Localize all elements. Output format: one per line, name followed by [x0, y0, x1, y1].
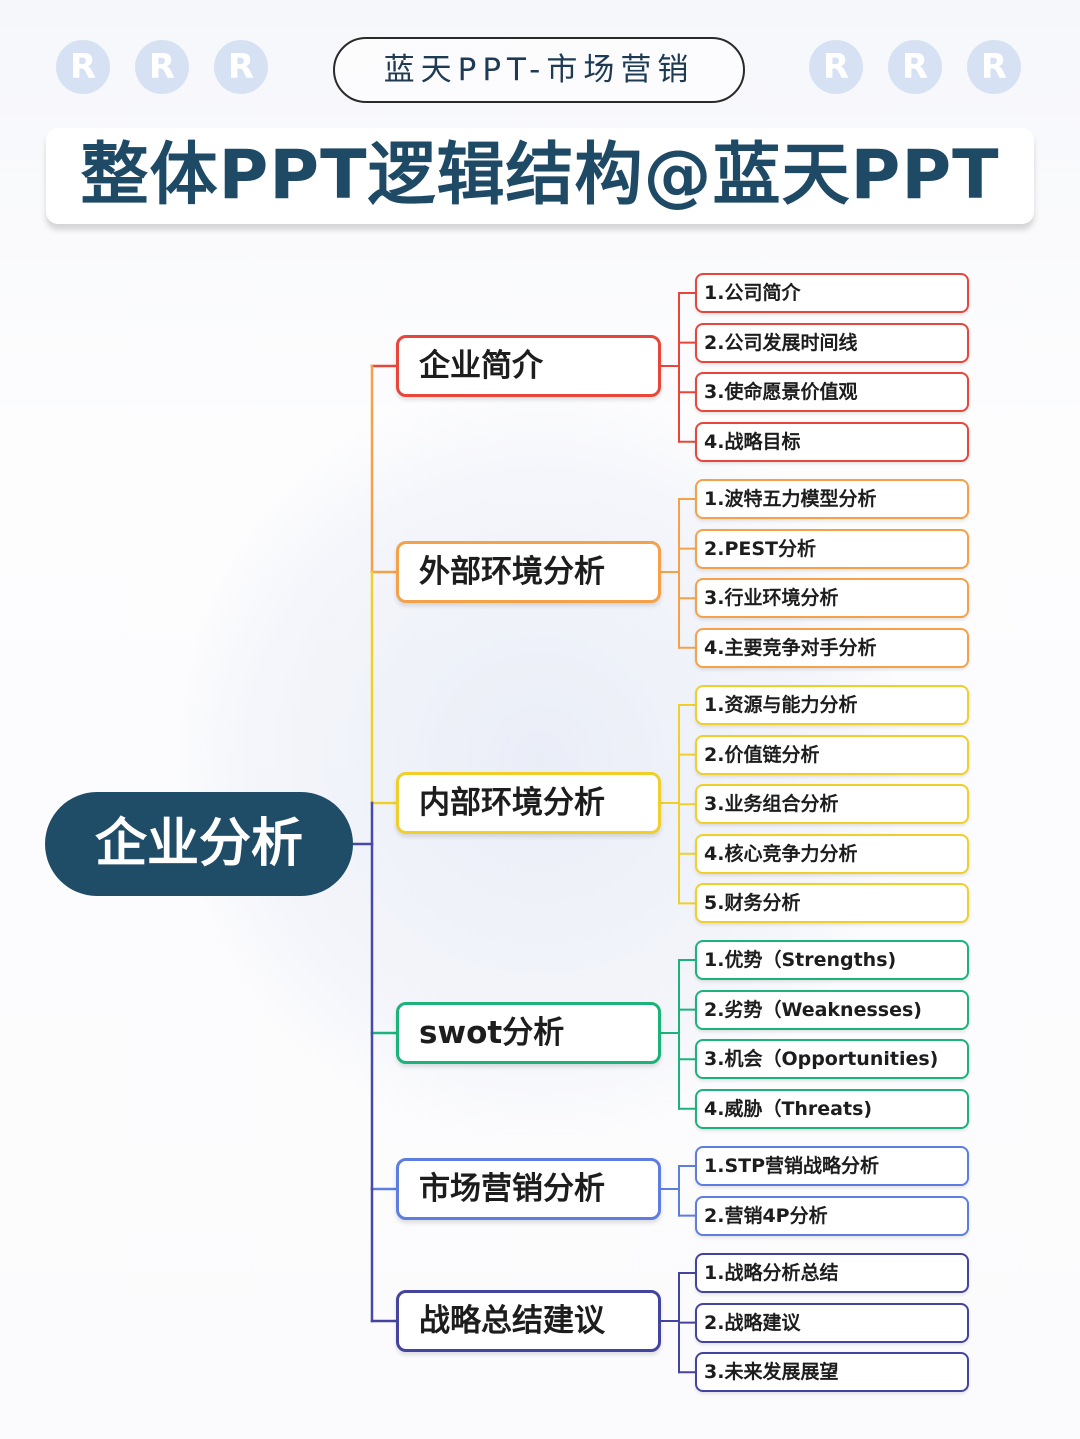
leaf-node: 3.业务组合分析	[695, 784, 969, 825]
leaf-node: 2.劣势（Weaknesses)	[695, 989, 969, 1030]
root-node: 企业分析	[45, 792, 353, 896]
leaf-node: 2.公司发展时间线	[695, 322, 969, 363]
leaf-node: 5.财务分析	[695, 883, 969, 924]
r-logo-icon: R	[888, 40, 942, 94]
leaf-node: 3.使命愿景价值观	[695, 372, 969, 413]
r-logo-icon: R	[56, 40, 110, 94]
r-logo-icon: R	[967, 40, 1021, 94]
r-logo-icon: R	[135, 40, 189, 94]
leaf-node: 2.战略建议	[695, 1302, 969, 1343]
r-logo-icon: R	[214, 40, 268, 94]
leaf-node: 4.战略目标	[695, 421, 969, 462]
leaf-node: 3.未来发展展望	[695, 1352, 969, 1393]
leaf-node: 1.资源与能力分析	[695, 685, 969, 725]
leaf-node: 1.公司简介	[695, 273, 969, 313]
leaf-node: 3.机会（Opportunities)	[695, 1039, 969, 1080]
leaf-node: 1.战略分析总结	[695, 1253, 969, 1293]
r-logo-icon: R	[809, 40, 863, 94]
branch-node: swot分析	[396, 1002, 661, 1064]
leaf-node: 2.价值链分析	[695, 734, 969, 775]
leaf-node: 1.STP营销战略分析	[695, 1146, 969, 1186]
page-title: 整体PPT逻辑结构@蓝天PPT	[46, 128, 1034, 224]
branch-node: 企业简介	[396, 335, 661, 397]
branch-node: 市场营销分析	[396, 1158, 661, 1220]
leaf-node: 3.行业环境分析	[695, 578, 969, 619]
leaf-node: 4.威胁（Threats)	[695, 1088, 969, 1129]
header-pill: 蓝天PPT-市场营销	[333, 37, 745, 103]
leaf-node: 4.主要竞争对手分析	[695, 627, 969, 668]
leaf-node: 1.波特五力模型分析	[695, 479, 969, 519]
branch-node: 内部环境分析	[396, 772, 661, 834]
branch-node: 外部环境分析	[396, 541, 661, 603]
leaf-node: 2.营销4P分析	[695, 1195, 969, 1236]
leaf-node: 2.PEST分析	[695, 528, 969, 569]
branch-node: 战略总结建议	[396, 1290, 661, 1352]
leaf-node: 1.优势（Strengths)	[695, 940, 969, 980]
leaf-node: 4.核心竞争力分析	[695, 833, 969, 874]
